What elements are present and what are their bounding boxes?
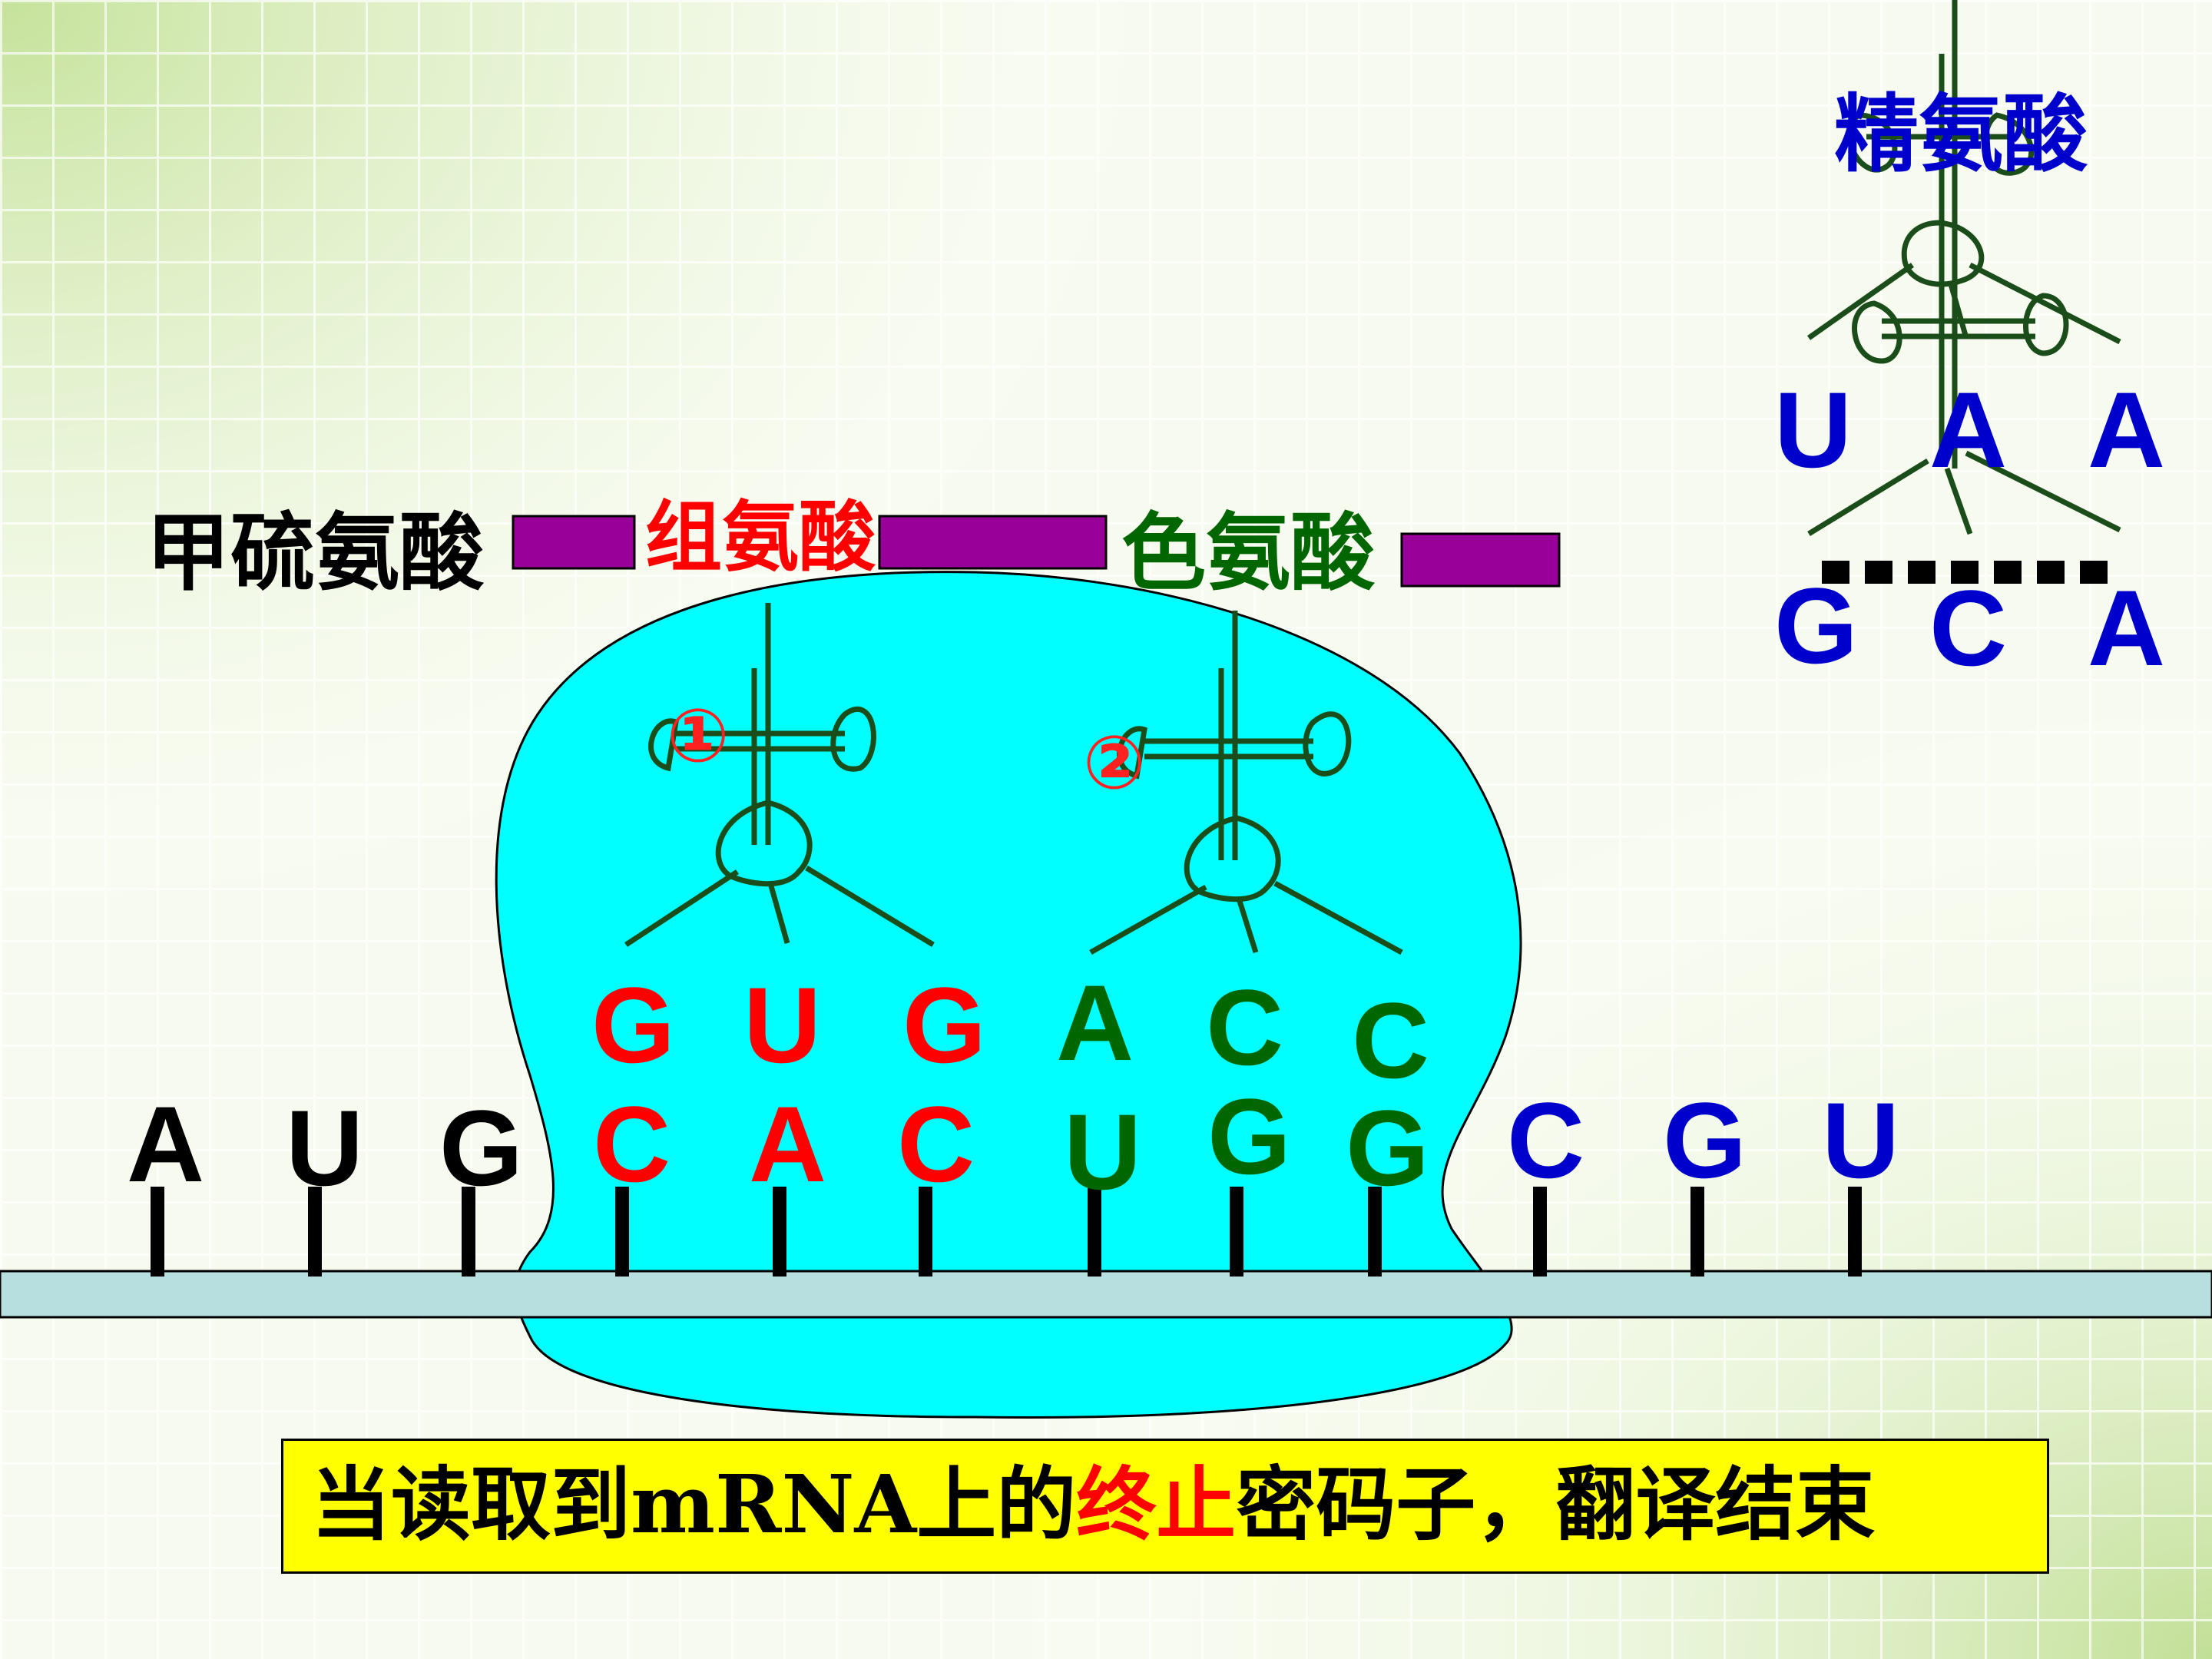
mrna-base-2: U bbox=[286, 1088, 364, 1208]
leaving-anticodon-base-3: A bbox=[2088, 369, 2166, 490]
mrna-strand bbox=[0, 1270, 2212, 1319]
trna-marker-1: ① bbox=[667, 693, 730, 779]
mrna-base-6: C bbox=[897, 1084, 975, 1204]
amino-acid-methionine: 甲硫氨酸 bbox=[146, 504, 484, 602]
mrna-base-7: U bbox=[1064, 1091, 1142, 1212]
peptide-bonds bbox=[512, 515, 1561, 588]
mrna-base-12: U bbox=[1822, 1080, 1900, 1200]
mrna-base-ticks bbox=[151, 1187, 1862, 1277]
amino-acid-arginine: 精氨酸 bbox=[1834, 85, 2088, 184]
mrna-base-3: G bbox=[439, 1088, 523, 1208]
mrna-base-11: G bbox=[1663, 1080, 1747, 1200]
leaving-codon-base-3: A bbox=[2088, 568, 2166, 688]
anticodon-base-3: G bbox=[902, 965, 986, 1085]
dissociation-dots bbox=[1822, 561, 2108, 584]
mrna-base-5: A bbox=[749, 1084, 827, 1204]
leaving-anticodon-base-2: A bbox=[1929, 369, 2008, 490]
mrna-base-8: G bbox=[1207, 1076, 1291, 1197]
peptide-bond-2 bbox=[878, 515, 1108, 570]
leaving-anticodon-base-1: U bbox=[1774, 369, 1853, 490]
anticodon-base-4: A bbox=[1056, 962, 1134, 1083]
caption-highlight: 终止 bbox=[1076, 1457, 1237, 1551]
trna-leaving bbox=[1806, 0, 2121, 536]
mrna-base-9: G bbox=[1346, 1088, 1429, 1208]
mrna-base-10: C bbox=[1507, 1080, 1585, 1200]
peptide-bond-1 bbox=[512, 515, 636, 570]
amino-acid-histidine: 组氨酸 bbox=[645, 492, 876, 582]
trna-marker-2: ② bbox=[1083, 720, 1146, 806]
leaving-codon-base-1: G bbox=[1774, 565, 1858, 686]
leaving-codon-base-2: C bbox=[1929, 568, 2008, 688]
mrna-base-4: C bbox=[593, 1084, 671, 1204]
caption-text: 当读取到mRNA上的终止密码子，翻译结束 bbox=[311, 1460, 1875, 1548]
caption-box: 当读取到mRNA上的终止密码子，翻译结束 bbox=[281, 1439, 2049, 1574]
caption-part-1: 当读取到mRNA上的 bbox=[311, 1457, 1077, 1551]
anticodon-base-1: G bbox=[591, 965, 675, 1085]
amino-acid-tryptophan: 色氨酸 bbox=[1121, 504, 1375, 602]
anticodon-base-6: C bbox=[1352, 980, 1430, 1101]
trna-1 bbox=[624, 603, 935, 947]
mrna-base-1: A bbox=[127, 1084, 205, 1204]
trna-2 bbox=[1089, 611, 1403, 955]
anticodon-base-2: U bbox=[743, 965, 822, 1085]
peptide-bond-3 bbox=[1400, 532, 1561, 588]
caption-part-2: 密码子，翻译结束 bbox=[1236, 1457, 1876, 1551]
anticodon-base-5: C bbox=[1206, 967, 1284, 1088]
